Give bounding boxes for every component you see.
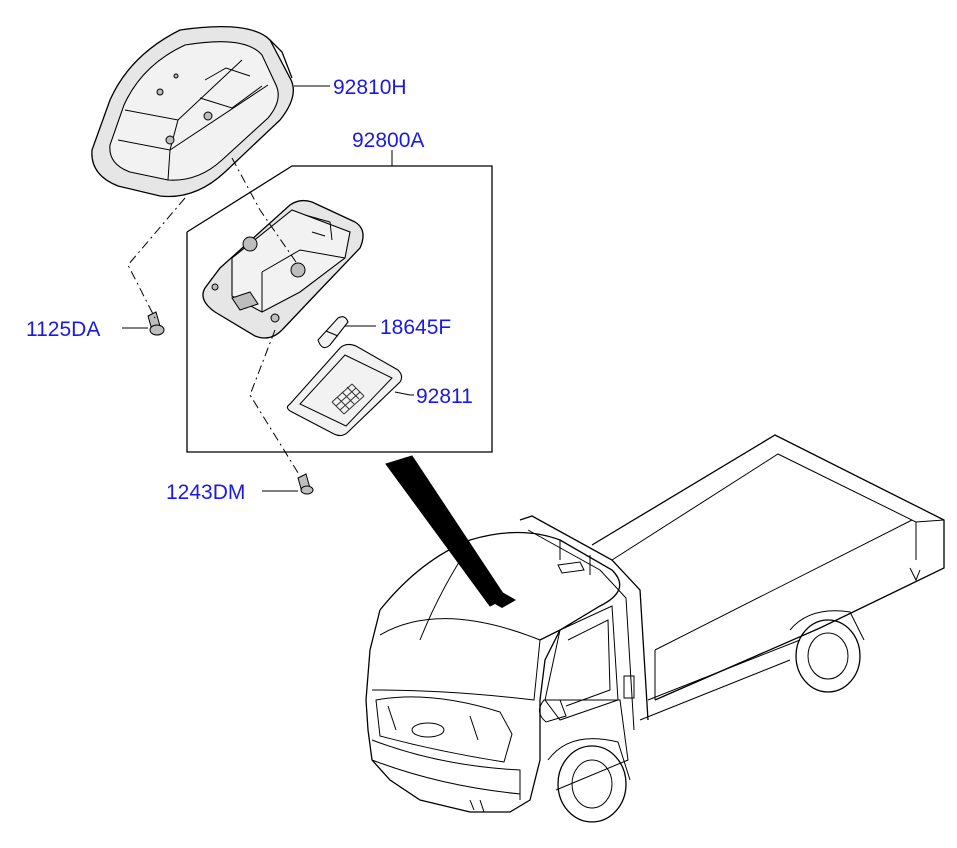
leader-lines bbox=[122, 85, 414, 492]
screw-1243DM bbox=[297, 473, 314, 495]
label-18645F: 18645F bbox=[380, 316, 451, 339]
lens-part bbox=[286, 343, 403, 437]
label-1125DA: 1125DA bbox=[26, 318, 100, 341]
assembly-box bbox=[186, 165, 493, 453]
truck-illustration bbox=[365, 434, 945, 823]
lens-texture bbox=[331, 383, 365, 415]
label-1243DM: 1243DM bbox=[166, 481, 245, 504]
screw-1125DA bbox=[147, 311, 165, 336]
lamp-housing-part bbox=[91, 26, 294, 198]
label-92810H: 92810H bbox=[333, 76, 407, 99]
assembly-guides bbox=[127, 157, 301, 477]
lamp-base-part bbox=[202, 199, 364, 339]
label-92811: 92811 bbox=[416, 385, 473, 408]
bulb-part bbox=[317, 316, 349, 349]
label-92800A: 92800A bbox=[352, 129, 424, 152]
